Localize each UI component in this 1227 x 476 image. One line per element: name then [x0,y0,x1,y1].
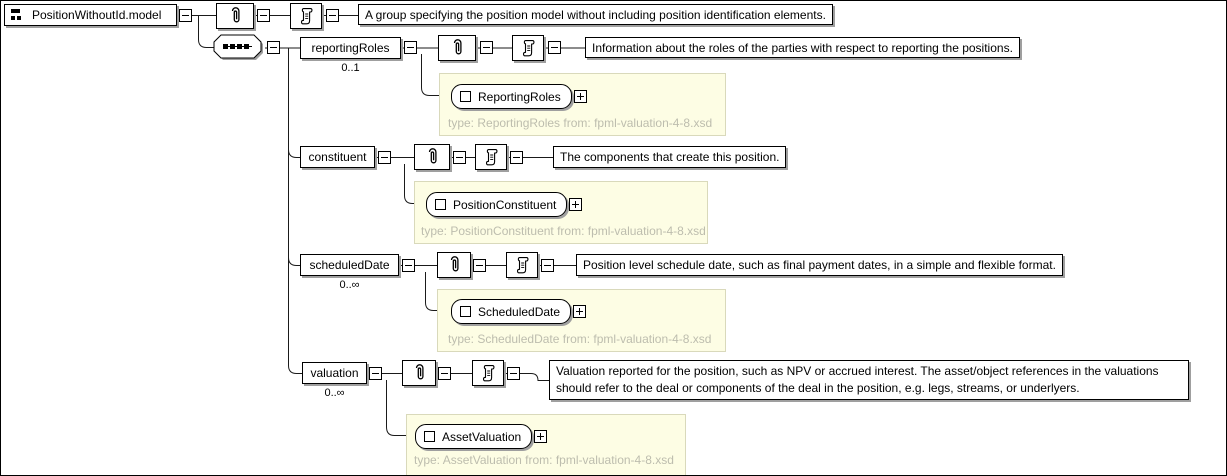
group-icon [11,9,24,21]
cardinality-reportingroles: 0..1 [341,62,360,74]
collapse-toggle-doc-scheduleddate[interactable] [541,259,554,272]
collapse-toggle-annotation-reportingroles[interactable] [480,41,493,54]
element-box-reportingroles[interactable]: reportingRoles [300,37,401,59]
paperclip-icon [415,364,424,380]
scroll-icon [516,257,528,274]
type-caption-reportingroles: type: ReportingRoles from: fpml-valuatio… [448,116,713,130]
expand-toggle-assetvaluation-type[interactable] [534,430,548,443]
type-caption-positionconstituent: type: PositionConstituent from: fpml-val… [421,224,706,238]
annotation-box-valuation[interactable] [402,360,436,386]
collapse-toggle-doc-root[interactable] [326,9,339,22]
collapse-toggle-root[interactable] [179,9,192,22]
sequence-icon [223,44,252,49]
element-label: reportingRoles [311,41,390,55]
collapse-toggle-doc-valuation[interactable] [507,367,520,380]
cardinality-scheduleddate: 0..∞ [339,279,360,291]
paperclip-icon [453,39,462,55]
root-group-box[interactable]: PositionWithoutId.model [4,4,177,26]
documentation-box-constituent[interactable] [475,144,507,170]
collapse-toggle-scheduleddate[interactable] [402,259,415,272]
type-element-scheduleddate[interactable]: ScheduledDate [451,299,587,324]
type-label: ScheduledDate [478,304,561,319]
expand-toggle-reportingroles-type[interactable] [573,90,587,103]
annotation-box-scheduleddate[interactable] [437,252,471,278]
cardinality-valuation: 0..∞ [324,387,345,399]
paperclip-icon [450,256,459,272]
expand-toggle-positionconstituent-type[interactable] [569,198,583,211]
collapse-toggle-doc-reportingroles[interactable] [548,41,561,54]
annotation-box-root[interactable] [216,3,254,29]
element-label: scheduledDate [309,258,390,272]
doc-text-scheduleddate[interactable]: Position level schedule date, such as fi… [576,254,1063,276]
element-label: valuation [310,366,359,380]
collapse-toggle-constituent[interactable] [378,151,391,164]
doc-text-reportingroles[interactable]: Information about the roles of the parti… [585,37,1020,58]
element-box-scheduleddate[interactable]: scheduledDate [300,254,399,276]
scroll-icon [300,8,312,25]
type-label: ReportingRoles [478,89,561,104]
element-box-valuation[interactable]: valuation [302,362,367,384]
collapse-toggle-sequence[interactable] [267,41,280,54]
sequence-compositor[interactable] [213,34,267,64]
collapse-toggle-annotation-root[interactable] [257,9,270,22]
type-label: AssetValuation [442,429,522,444]
element-label: constituent [308,150,367,164]
documentation-box-root[interactable] [290,3,322,29]
expand-toggle-scheduleddate-type[interactable] [573,305,587,318]
complex-type-square-icon [460,306,471,317]
type-caption-scheduleddate: type: ScheduledDate from: fpml-valuation… [448,332,712,346]
annotation-box-reportingroles[interactable] [438,35,476,61]
element-box-constituent[interactable]: constituent [300,146,375,168]
paperclip-icon [428,148,437,164]
collapse-toggle-doc-constituent[interactable] [510,151,523,164]
type-label: PositionConstituent [453,197,557,212]
annotation-box-constituent[interactable] [414,144,450,170]
collapse-toggle-annotation-scheduleddate[interactable] [473,259,486,272]
type-element-reportingroles[interactable]: ReportingRoles [451,84,587,109]
paperclip-icon [231,7,240,23]
collapse-toggle-annotation-constituent[interactable] [453,151,466,164]
documentation-box-reportingroles[interactable] [512,35,544,61]
type-caption-assetvaluation: type: AssetValuation from: fpml-valuatio… [414,453,674,467]
complex-type-square-icon [460,91,471,102]
doc-text-constituent[interactable]: The components that create this position… [553,146,787,168]
scroll-icon [485,149,497,166]
scroll-icon [522,40,534,57]
scroll-icon [482,365,494,382]
type-element-positionconstituent[interactable]: PositionConstituent [426,192,583,217]
complex-type-square-icon [435,199,446,210]
collapse-toggle-annotation-valuation[interactable] [438,367,451,380]
collapse-toggle-reportingroles[interactable] [404,41,417,54]
collapse-toggle-valuation[interactable] [369,367,382,380]
documentation-box-scheduleddate[interactable] [506,252,538,278]
complex-type-square-icon [424,431,435,442]
doc-text-root[interactable]: A group specifying the position model wi… [358,4,833,25]
root-group-label: PositionWithoutId.model [32,8,162,22]
documentation-box-valuation[interactable] [472,360,504,386]
type-element-assetvaluation[interactable]: AssetValuation [415,424,548,449]
doc-text-valuation[interactable]: Valuation reported for the position, suc… [549,360,1189,400]
